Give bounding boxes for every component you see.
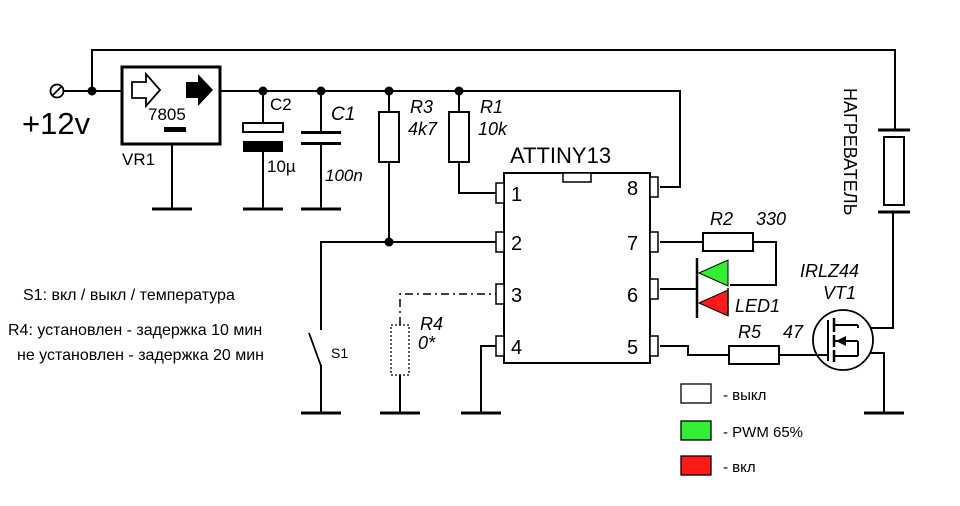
capacitor-c1: C1 100n [301, 104, 363, 185]
note-r4-on: R4: установлен - задержка 10 мин [8, 322, 262, 339]
led-name: LED1 [735, 296, 780, 316]
ground-symbols [152, 207, 904, 415]
r2-value: 330 [756, 209, 786, 229]
pin-2: 2 [511, 233, 522, 255]
power-label: +12v [22, 106, 91, 141]
resistor-r5: R5 47 [728, 322, 804, 365]
junctions [87, 86, 464, 247]
pin-6: 6 [627, 285, 638, 307]
mcu-attiny13: ATTINY13 1 2 3 4 5 6 7 8 [495, 143, 659, 364]
r1-name: R1 [480, 97, 503, 117]
legend-label-on: - вкл [723, 459, 756, 476]
regulator-name: VR1 [122, 150, 155, 169]
led-green-icon [697, 259, 729, 287]
r5-name: R5 [738, 322, 762, 342]
legend-label-off: - выкл [723, 387, 766, 404]
mcu-name: ATTINY13 [510, 143, 611, 168]
input-arrow-icon [131, 71, 162, 109]
r3-value: 4k7 [408, 119, 438, 139]
capacitor-c2: C2 10µ [242, 95, 296, 176]
legend-swatch-pwm [680, 420, 712, 441]
note-r4-off: не установлен - задержка 20 мин [17, 347, 264, 364]
legend-label-pwm: - PWM 65% [723, 424, 803, 441]
r5-value: 47 [783, 322, 804, 342]
switch-s1: S1 [308, 332, 348, 367]
c2-name: C2 [270, 95, 292, 114]
resistor-r3: R3 4k7 [378, 97, 438, 163]
c1-value: 100n [325, 166, 363, 185]
heater-label: НАГРЕВАТЕЛЬ [840, 88, 860, 215]
pin-1: 1 [511, 184, 522, 206]
legend-swatch-on [680, 455, 712, 476]
mosfet-ref: VT1 [823, 283, 856, 303]
r4-value: 0* [418, 333, 436, 353]
r4-name: R4 [420, 314, 443, 334]
switch-name: S1 [331, 345, 348, 361]
pin-3: 3 [511, 285, 522, 307]
note-s1: S1: вкл / выкл / температура [23, 287, 235, 304]
c1-name: C1 [331, 104, 355, 125]
power-terminal: +12v [22, 83, 91, 141]
r3-name: R3 [410, 97, 433, 117]
led-legend: - выкл - PWM 65% - вкл [680, 383, 803, 476]
pin-8: 8 [627, 178, 638, 200]
r2-name: R2 [710, 209, 733, 229]
resistor-r2: R2 330 [702, 209, 786, 252]
pin-4: 4 [511, 337, 522, 359]
led1: LED1 [695, 258, 780, 318]
regulator-code: 7805 [148, 105, 186, 124]
regulator-vr1: 7805 VR1 [120, 65, 222, 169]
led-red-icon [697, 289, 729, 317]
output-arrow-icon [186, 74, 213, 106]
pin-5: 5 [627, 337, 638, 359]
mosfet-vt1: IRLZ44 VT1 [800, 261, 874, 371]
resistor-r1: R1 10k [448, 97, 508, 163]
heater: НАГРЕВАТЕЛЬ [840, 88, 910, 215]
c2-value: 10µ [267, 157, 296, 176]
wires [64, 49, 896, 412]
legend-swatch-off [680, 383, 712, 404]
mosfet-name: IRLZ44 [800, 261, 859, 281]
resistor-r4: R4 0* [390, 314, 443, 376]
notes: S1: вкл / выкл / температура R4: установ… [8, 287, 264, 364]
pin-7: 7 [627, 233, 638, 255]
r1-value: 10k [478, 119, 508, 139]
